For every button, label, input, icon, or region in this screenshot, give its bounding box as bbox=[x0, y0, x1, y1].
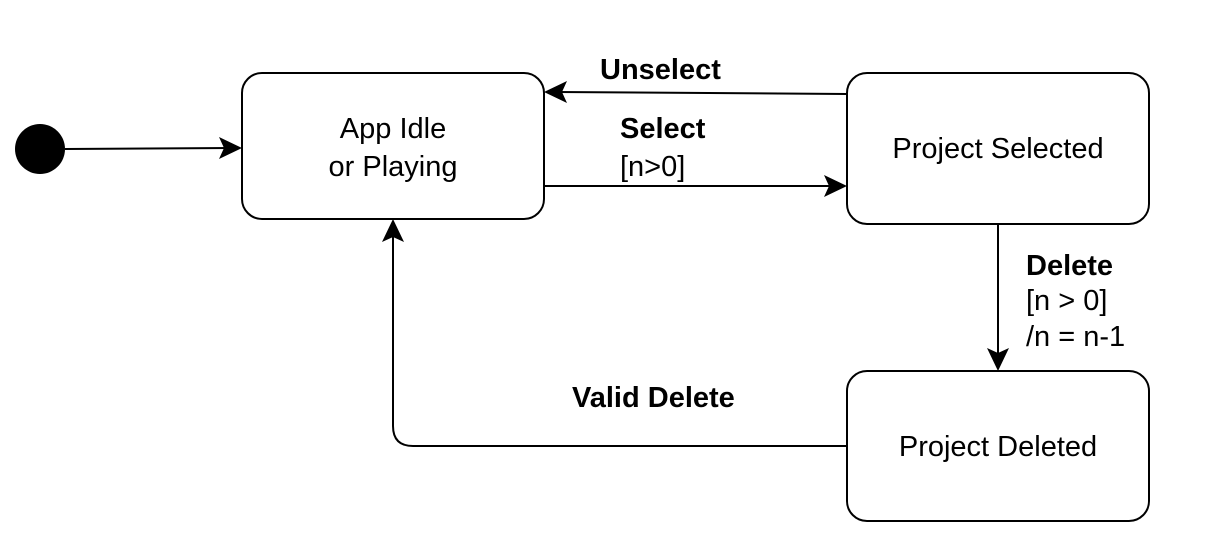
transition-unselect-arrowhead bbox=[544, 81, 567, 103]
transition-valid-delete: Valid Delete bbox=[382, 219, 847, 447]
initial-state-node bbox=[15, 124, 65, 174]
state-project-selected: Project Selected bbox=[846, 72, 1150, 225]
initial-transition-arrowhead bbox=[219, 137, 242, 159]
state-project-deleted: Project Deleted bbox=[846, 370, 1150, 522]
transition-select-event-label: Select bbox=[620, 113, 706, 145]
transition-delete: Delete [n > 0] /n = n-1 bbox=[987, 224, 1125, 371]
transition-select-arrowhead bbox=[824, 175, 847, 197]
transition-valid-delete-line bbox=[392, 231, 847, 447]
state-app-idle: App Idle or Playing bbox=[241, 72, 545, 220]
state-app-idle-label-line1: App Idle bbox=[340, 113, 446, 145]
state-project-selected-label: Project Selected bbox=[892, 133, 1103, 165]
transition-delete-action-label: /n = n-1 bbox=[1026, 321, 1125, 353]
transition-unselect-line bbox=[555, 91, 848, 95]
transition-delete-guard-label: [n > 0] bbox=[1026, 285, 1107, 317]
state-app-idle-box bbox=[241, 72, 545, 220]
transition-delete-event-label: Delete bbox=[1026, 250, 1113, 282]
transition-valid-delete-arrowhead bbox=[382, 219, 404, 242]
transition-select: Select [n>0] bbox=[544, 113, 847, 197]
transition-valid-delete-event-label: Valid Delete bbox=[572, 382, 735, 414]
initial-transition-line bbox=[64, 147, 233, 150]
transition-delete-arrowhead bbox=[987, 348, 1009, 371]
state-project-deleted-label: Project Deleted bbox=[899, 431, 1097, 463]
state-app-idle-label-line2: or Playing bbox=[329, 151, 458, 183]
initial-transition bbox=[64, 137, 242, 159]
transition-unselect-event-label: Unselect bbox=[600, 54, 721, 86]
transition-unselect: Unselect bbox=[544, 54, 848, 103]
transition-select-guard-label: [n>0] bbox=[620, 151, 685, 183]
